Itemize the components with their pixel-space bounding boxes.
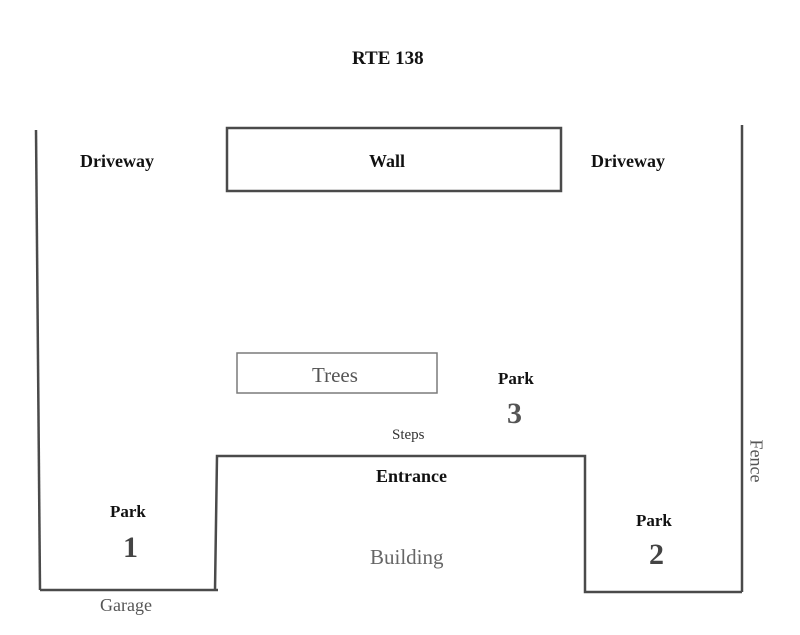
driveway-left-label: Driveway [80, 151, 154, 171]
trees-label: Trees [312, 363, 358, 387]
building-label: Building [370, 545, 444, 569]
park-3-label: Park [498, 369, 534, 388]
trees-rectangle [236, 352, 438, 394]
garage-label: Garage [100, 595, 152, 615]
fence-label: Fence [746, 439, 767, 483]
entrance-label: Entrance [376, 466, 447, 486]
wall-rectangle [225, 126, 563, 193]
wall-label: Wall [369, 151, 406, 171]
park-1-number: 1 [123, 531, 138, 564]
park-3-number: 3 [507, 397, 522, 430]
park-1-label: Park [110, 502, 146, 521]
building-outline [213, 454, 742, 594]
steps-label: Steps [392, 427, 425, 443]
park-2-label: Park [636, 511, 672, 530]
left-boundary-line [34, 129, 42, 591]
road-label: RTE 138 [352, 48, 424, 69]
park-2-number: 2 [649, 538, 664, 571]
driveway-right-label: Driveway [591, 151, 665, 171]
